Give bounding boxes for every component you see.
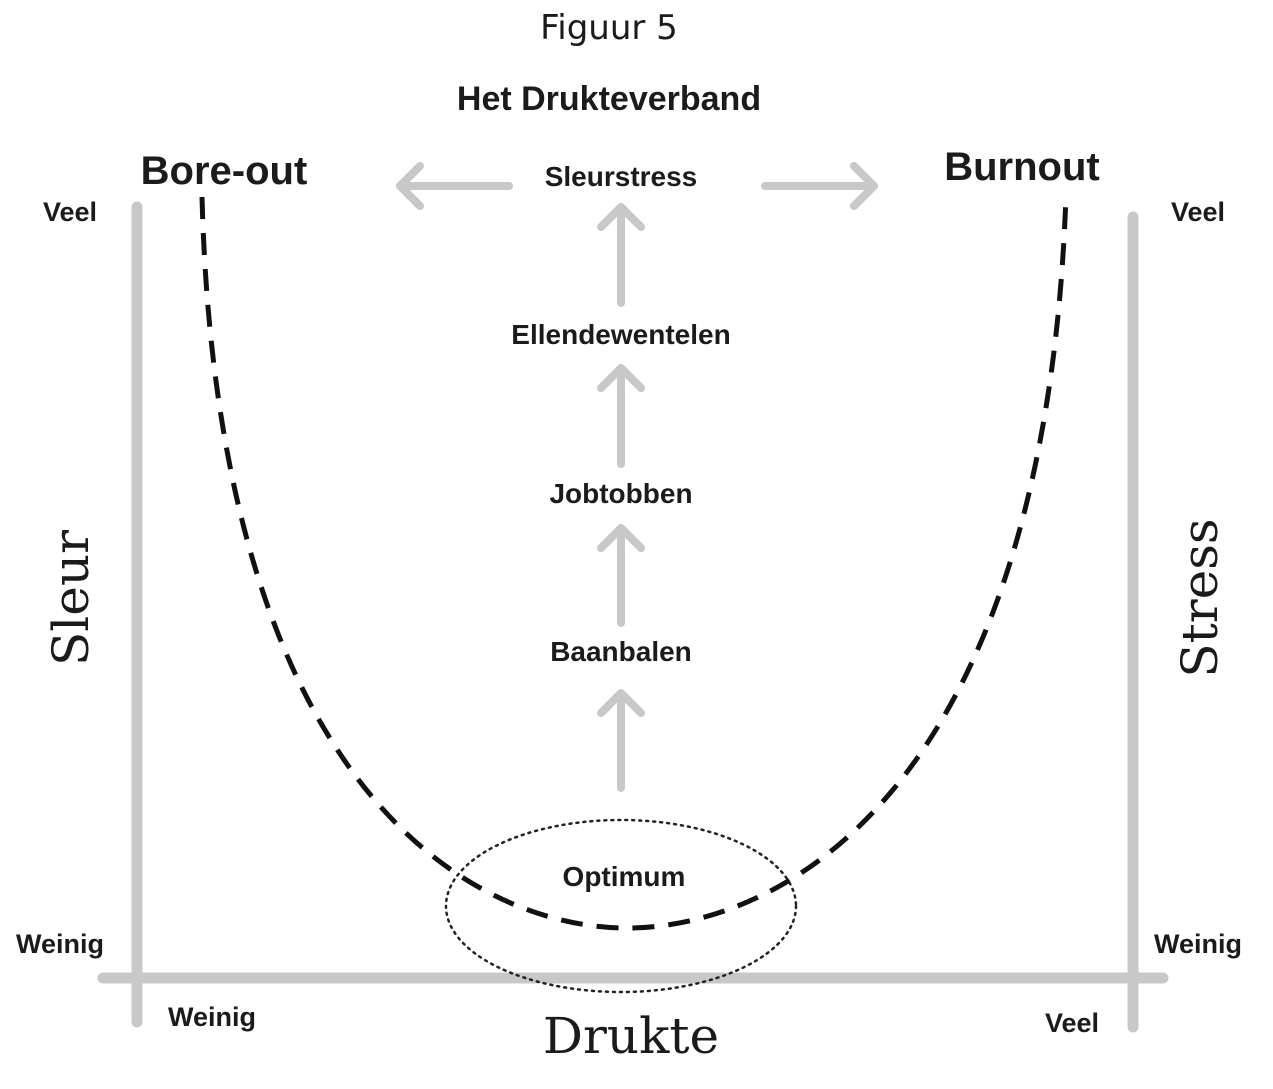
arrow-optimum-to-baanbalen	[597, 689, 645, 792]
left-axis-top-label: Veel	[43, 197, 97, 227]
arrow-baanbalen-to-jobtobben	[597, 524, 645, 627]
bore-out-label: Bore-out	[141, 149, 308, 193]
left-axis-bottom-label: Weinig	[16, 929, 104, 959]
stage-baanbalen-label: Baanbalen	[550, 636, 692, 667]
stage-ellendewentelen-label: Ellendewentelen	[511, 319, 730, 350]
stage-jobtobben-label: Jobtobben	[549, 478, 692, 509]
arrow-jobtobben-to-ellendewentelen	[597, 364, 645, 468]
right-axis-top-label: Veel	[1171, 197, 1225, 227]
arrow-ellendewentelen-to-sleurstress	[597, 203, 645, 307]
stage-optimum-label: Optimum	[563, 861, 686, 892]
burnout-label: Burnout	[944, 145, 1100, 189]
left-axis-title: Sleur	[42, 530, 100, 666]
bottom-axis-left-label: Weinig	[168, 1002, 256, 1032]
arrow-to-bore-out	[396, 162, 513, 210]
drukte-curve	[199, 194, 1069, 931]
bottom-axis-right-label: Veel	[1045, 1008, 1099, 1038]
right-axis-bottom-label: Weinig	[1154, 929, 1242, 959]
diagram-title: Het Drukteverband	[457, 80, 761, 118]
bottom-axis-title: Drukte	[543, 1007, 719, 1065]
stage-sleurstress-label: Sleurstress	[545, 161, 698, 192]
figure-label: Figuur 5	[540, 8, 678, 48]
optimum-ellipse	[444, 818, 798, 994]
arrow-to-burnout	[761, 162, 878, 210]
right-axis-title: Stress	[1171, 518, 1229, 677]
